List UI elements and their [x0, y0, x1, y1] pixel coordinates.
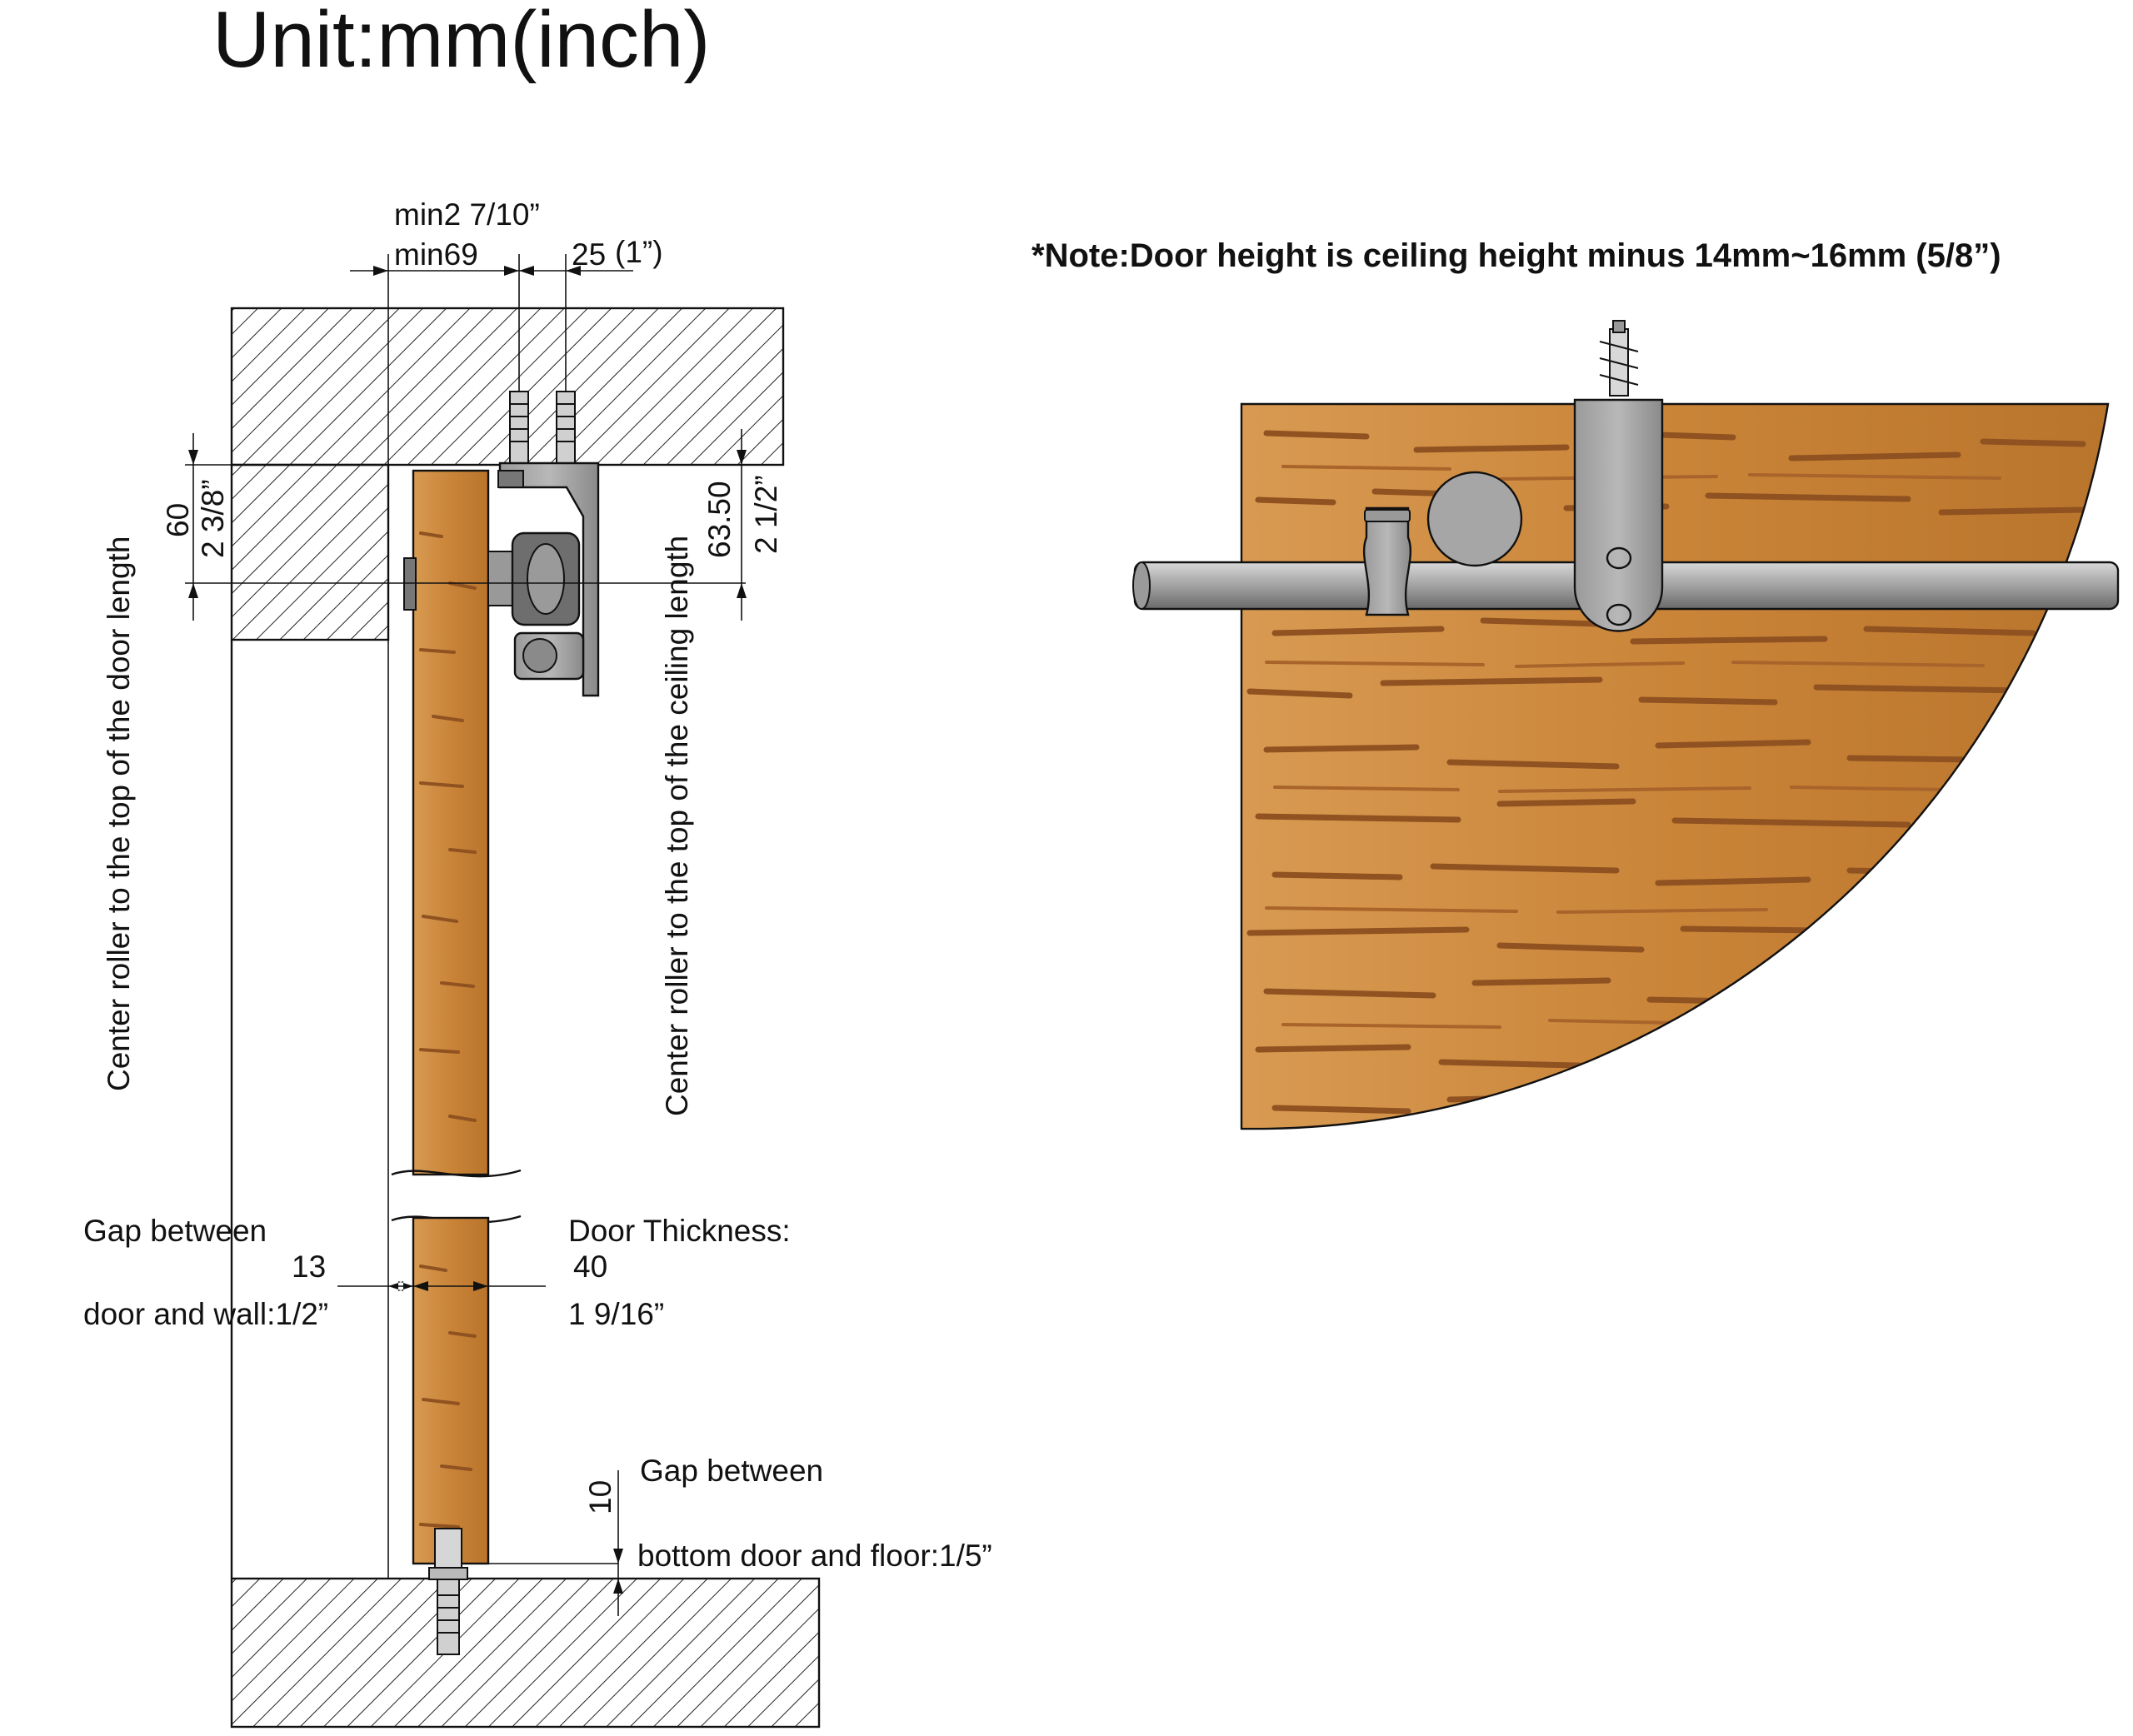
- right-mm-label: 63.50: [702, 481, 737, 558]
- rail-stopper: [1362, 506, 1412, 616]
- cross-section-drawing: [185, 254, 821, 1729]
- gap-wall-mm: 13: [292, 1250, 326, 1284]
- anchor-screw: [1599, 320, 1639, 397]
- unit-title: Unit:mm(inch): [212, 0, 710, 84]
- gap-wall-label: Gap between: [83, 1214, 267, 1248]
- right-inch-label: 2 1/2”: [749, 475, 783, 554]
- ceiling-anchor-bolts: [509, 391, 576, 467]
- gap-floor-value: bottom door and floor:1/5”: [637, 1539, 992, 1573]
- wall-block: [230, 463, 390, 641]
- ceiling-block: [230, 307, 785, 466]
- roller-wheel: [487, 531, 581, 626]
- door-lower: [412, 1216, 490, 1565]
- floor-block: [230, 1577, 821, 1729]
- floor-guide: [428, 1528, 468, 1655]
- min-mm-label: min69: [394, 237, 478, 272]
- detail-view: [1132, 320, 2120, 1130]
- bracket-mm-label: 25: [572, 237, 606, 272]
- door-height-note: *Note:Door height is ceiling height minu…: [1032, 237, 2001, 274]
- door-upper: [412, 469, 490, 1176]
- min-inch-label: min2 7/10”: [394, 197, 540, 232]
- thickness-inch: 1 9/16”: [568, 1297, 664, 1331]
- floor-gap-mm: 10: [583, 1480, 617, 1514]
- roller-wheel-face: [1426, 471, 1523, 567]
- thickness-mm: 40: [573, 1250, 607, 1284]
- left-mm-label: 60: [161, 503, 195, 537]
- door-length-label: Center roller to the top of the door len…: [102, 536, 136, 1091]
- gap-floor-label: Gap between: [640, 1454, 823, 1488]
- gap-wall-value: door and wall:1/2”: [83, 1297, 328, 1331]
- door-bolt: [403, 557, 417, 611]
- hanger-strap: [1573, 398, 1664, 632]
- bracket-inch-label: (1”): [615, 235, 663, 269]
- left-inch-label: 2 3/8”: [196, 479, 230, 558]
- thickness-label: Door Thickness:: [568, 1214, 791, 1248]
- ceiling-length-label: Center roller to the top of the ceiling …: [660, 536, 694, 1116]
